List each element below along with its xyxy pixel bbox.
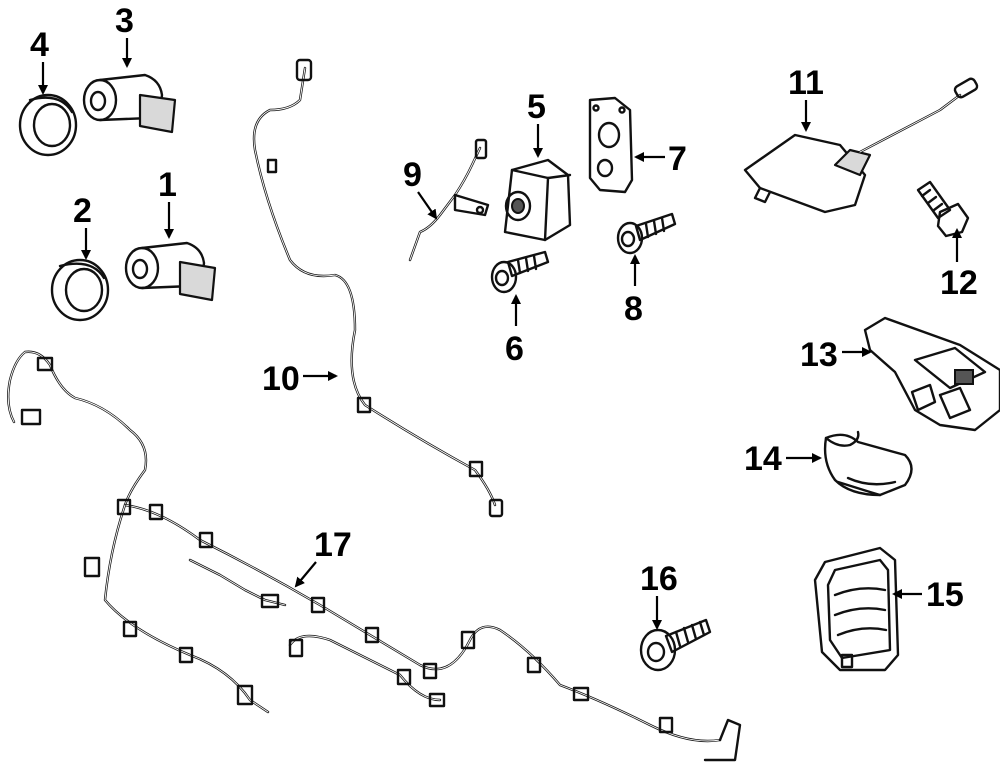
part-8-screw[interactable] <box>616 212 677 255</box>
part-7-camera-bracket[interactable] <box>588 96 634 194</box>
callout-8: 8 <box>624 290 643 328</box>
callout-1: 1 <box>158 166 177 204</box>
callout-12: 12 <box>940 264 978 302</box>
callout-3: 3 <box>115 2 134 40</box>
part-12-bolt[interactable] <box>916 180 970 238</box>
part-15-control-module[interactable] <box>813 546 900 672</box>
part-11-antenna-module[interactable] <box>743 77 979 214</box>
callout-16: 16 <box>640 560 678 598</box>
part-2-bezel-ring[interactable] <box>50 258 110 322</box>
part-13-bracket[interactable] <box>863 316 1000 432</box>
callout-17: 17 <box>314 526 352 564</box>
part-1-parking-sensor[interactable] <box>124 241 217 302</box>
callout-2: 2 <box>73 192 92 230</box>
leader-9 <box>417 191 438 220</box>
part-5-rear-camera[interactable] <box>503 158 572 242</box>
part-3-parking-sensor[interactable] <box>82 73 177 134</box>
callout-6: 6 <box>505 330 524 368</box>
callout-4: 4 <box>30 26 49 64</box>
part-9-camera-pigtail[interactable] <box>408 138 490 262</box>
leader-17 <box>294 561 317 588</box>
part-6-screw[interactable] <box>490 250 550 294</box>
callout-5: 5 <box>527 88 546 126</box>
callout-7: 7 <box>668 140 687 178</box>
part-16-screw[interactable] <box>639 618 712 672</box>
part-10-wiring-harness[interactable] <box>252 58 504 518</box>
callout-9: 9 <box>403 156 422 194</box>
callout-13: 13 <box>800 336 838 374</box>
callout-10: 10 <box>262 360 300 398</box>
callout-11: 11 <box>788 64 824 102</box>
callout-14: 14 <box>744 440 782 478</box>
part-4-bezel-ring[interactable] <box>18 93 78 157</box>
callout-15: 15 <box>926 576 964 614</box>
part-14-cover[interactable] <box>823 430 913 497</box>
part-17-main-harness[interactable] <box>7 350 742 762</box>
